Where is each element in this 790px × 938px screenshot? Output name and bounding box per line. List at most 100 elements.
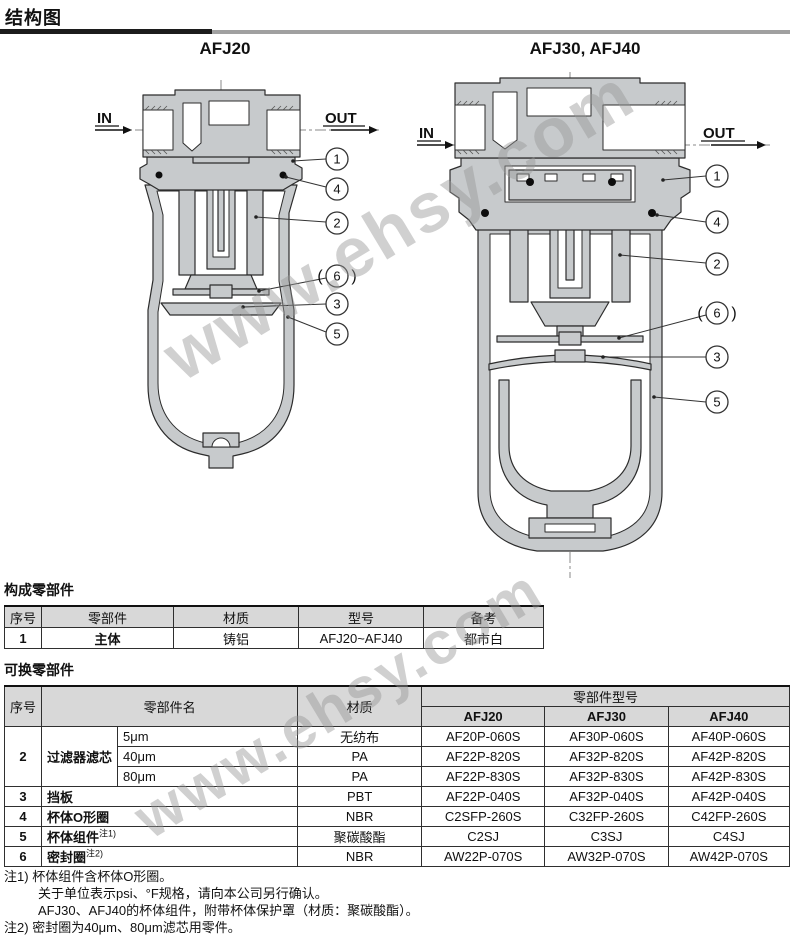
callout-1: 1: [333, 152, 340, 167]
cell-material: NBR: [297, 846, 423, 867]
diagram-afj20: IN OUT 1 4 2 ( 6 ) 3 5: [95, 80, 379, 469]
cell-material: NBR: [297, 806, 423, 827]
callout-3: 3: [333, 297, 340, 312]
callout-5: 5: [333, 327, 340, 342]
diagram-afj30-afj40: IN OUT 1 4 2 ( 6 ) 3 5: [417, 72, 771, 578]
callout-2: 2: [713, 257, 720, 272]
diagram-title-afj20: AFJ20: [199, 39, 251, 58]
callouts-afj20: 1 4 2 ( 6 ) 3 5: [241, 147, 357, 346]
callout-6-paren-close: ): [731, 305, 736, 322]
cell-afj40: C42FP-260S: [667, 806, 790, 827]
note-1-line-1: 注1) 杯体组件含杯体O形圈。: [4, 869, 173, 884]
table-row-bowl-oring: 4 杯体O形圈 NBR C2SFP-260S C32FP-260S C42FP-…: [3, 806, 790, 827]
cell-afj40: AF42P-820S: [667, 746, 790, 767]
body-afj30: [454, 77, 686, 159]
in-arrow-icon: [445, 141, 454, 149]
table-row-bowl-assembly: 5 杯体组件注1) 聚碳酸酯 C2SJ C3SJ C4SJ: [3, 826, 790, 847]
callouts-afj30: 1 4 2 ( 6 ) 3 5: [601, 164, 737, 414]
cell-afj40: AF42P-830S: [667, 766, 790, 787]
flow-labels-afj20: IN OUT: [95, 110, 378, 134]
cell-no: 5: [3, 826, 43, 847]
out-label: OUT: [703, 125, 735, 142]
in-label: IN: [97, 110, 112, 127]
cell-afj30: AF32P-040S: [544, 786, 669, 807]
replaceable-table: 序号 零部件名 材质 零部件型号 AFJ20 AFJ30 AFJ40 2 过滤器…: [3, 685, 790, 867]
in-arrow-icon: [123, 126, 132, 134]
callout-1: 1: [713, 169, 720, 184]
cell-no: 4: [3, 806, 43, 827]
col-model: 型号: [298, 605, 425, 628]
cell-afj30: AF32P-830S: [544, 766, 669, 787]
cell-afj40: AF42P-040S: [667, 786, 790, 807]
callout-6: 6: [713, 306, 720, 321]
cell-afj20: AF22P-830S: [421, 766, 546, 787]
out-arrow-icon: [757, 141, 766, 149]
col-part-no-group: 零部件型号: [421, 685, 790, 707]
replaceable-header-row-1: 序号 零部件名 材质 零部件型号: [3, 685, 790, 727]
cell-material: PA: [297, 766, 423, 787]
col-remark: 备考: [423, 605, 545, 628]
callout-6-paren-open: (: [317, 268, 323, 285]
col-afj30: AFJ30: [544, 706, 669, 727]
title-rule-dark: [0, 29, 212, 34]
col-material: 材质: [297, 685, 423, 727]
col-afj40: AFJ40: [667, 706, 790, 727]
callout-4: 4: [713, 215, 720, 230]
components-row-body: 1 主体 铸铝 AFJ20~AFJ40 都市白: [3, 627, 545, 649]
cell-afj20: AF22P-820S: [421, 746, 546, 767]
col-afj20: AFJ20: [421, 706, 546, 727]
callout-6: 6: [333, 269, 340, 284]
cell-afj20: AW22P-070S: [421, 846, 546, 867]
cell-grade: 80μm: [117, 766, 299, 787]
out-label: OUT: [325, 110, 357, 127]
cell-material: 铸铝: [173, 627, 300, 649]
cell-no: 6: [3, 846, 43, 867]
title-rule: [0, 29, 790, 34]
in-label: IN: [419, 125, 434, 142]
callout-3: 3: [713, 350, 720, 365]
note-1-line-2: 关于单位表示psi、°F规格，请向本公司另行确认。: [38, 886, 328, 901]
col-no: 序号: [3, 685, 43, 727]
title-rule-light: [212, 29, 790, 34]
cell-name: 杯体组件注1): [41, 826, 299, 847]
replaceable-header-row-2: AFJ20 AFJ30 AFJ40: [5, 706, 790, 727]
components-header-row: 序号 零部件 材质 型号 备考: [3, 605, 545, 628]
cell-material: PA: [297, 746, 423, 767]
components-section-title: 构成零部件: [4, 582, 74, 598]
cell-afj20: AF20P-060S: [421, 726, 546, 747]
col-material: 材质: [173, 605, 300, 628]
components-table: 序号 零部件 材质 型号 备考 1 主体 铸铝 AFJ20~AFJ40 都市白: [3, 605, 545, 649]
cell-afj40: AW42P-070S: [667, 846, 790, 867]
footnotes: 注1) 杯体组件含杯体O形圈。 关于单位表示psi、°F规格，请向本公司另行确认…: [4, 868, 419, 936]
page-title: 结构图: [5, 8, 62, 28]
body-afj20: [142, 89, 301, 158]
cell-name: 过滤器滤芯: [41, 726, 119, 787]
callout-2: 2: [333, 216, 340, 231]
cell-no: 3: [3, 786, 43, 807]
cell-material: 无纺布: [297, 726, 423, 747]
table-row-seal: 6 密封圈注2) NBR AW22P-070S AW32P-070S AW42P…: [3, 846, 790, 867]
callout-6-paren-open: (: [697, 305, 703, 322]
cell-afj40: AF40P-060S: [667, 726, 790, 747]
col-no: 序号: [3, 605, 43, 628]
flow-labels-afj30: IN OUT: [417, 125, 766, 149]
cell-afj20: C2SJ: [421, 826, 546, 847]
cell-afj40: C4SJ: [667, 826, 790, 847]
cell-name: 挡板: [41, 786, 299, 807]
table-row-baffle: 3 挡板 PBT AF22P-040S AF32P-040S AF42P-040…: [3, 786, 790, 807]
cell-material: 聚碳酸酯: [297, 826, 423, 847]
replaceable-section-title: 可换零部件: [4, 662, 74, 678]
cell-afj30: AW32P-070S: [544, 846, 669, 867]
cell-afj30: AF30P-060S: [544, 726, 669, 747]
out-arrow-icon: [369, 126, 378, 134]
cell-afj20: C2SFP-260S: [421, 806, 546, 827]
cell-grade: 40μm: [117, 746, 299, 767]
table-row-filter-5um: 2 过滤器滤芯 5μm 无纺布 AF20P-060S AF30P-060S AF…: [3, 726, 790, 787]
note-1-line-3: AFJ30、AFJ40的杯体组件，附带杯体保护罩（材质：聚碳酸酯）。: [38, 903, 419, 918]
cell-no: 2: [3, 726, 43, 787]
callout-6-paren-close: ): [351, 268, 356, 285]
col-part-name: 零部件名: [41, 685, 299, 727]
replaceable-section: 可换零部件 序号 零部件名 材质 零部件型号 AFJ20 AFJ30 AFJ40…: [3, 660, 790, 867]
bonnet-afj30: [449, 157, 691, 231]
